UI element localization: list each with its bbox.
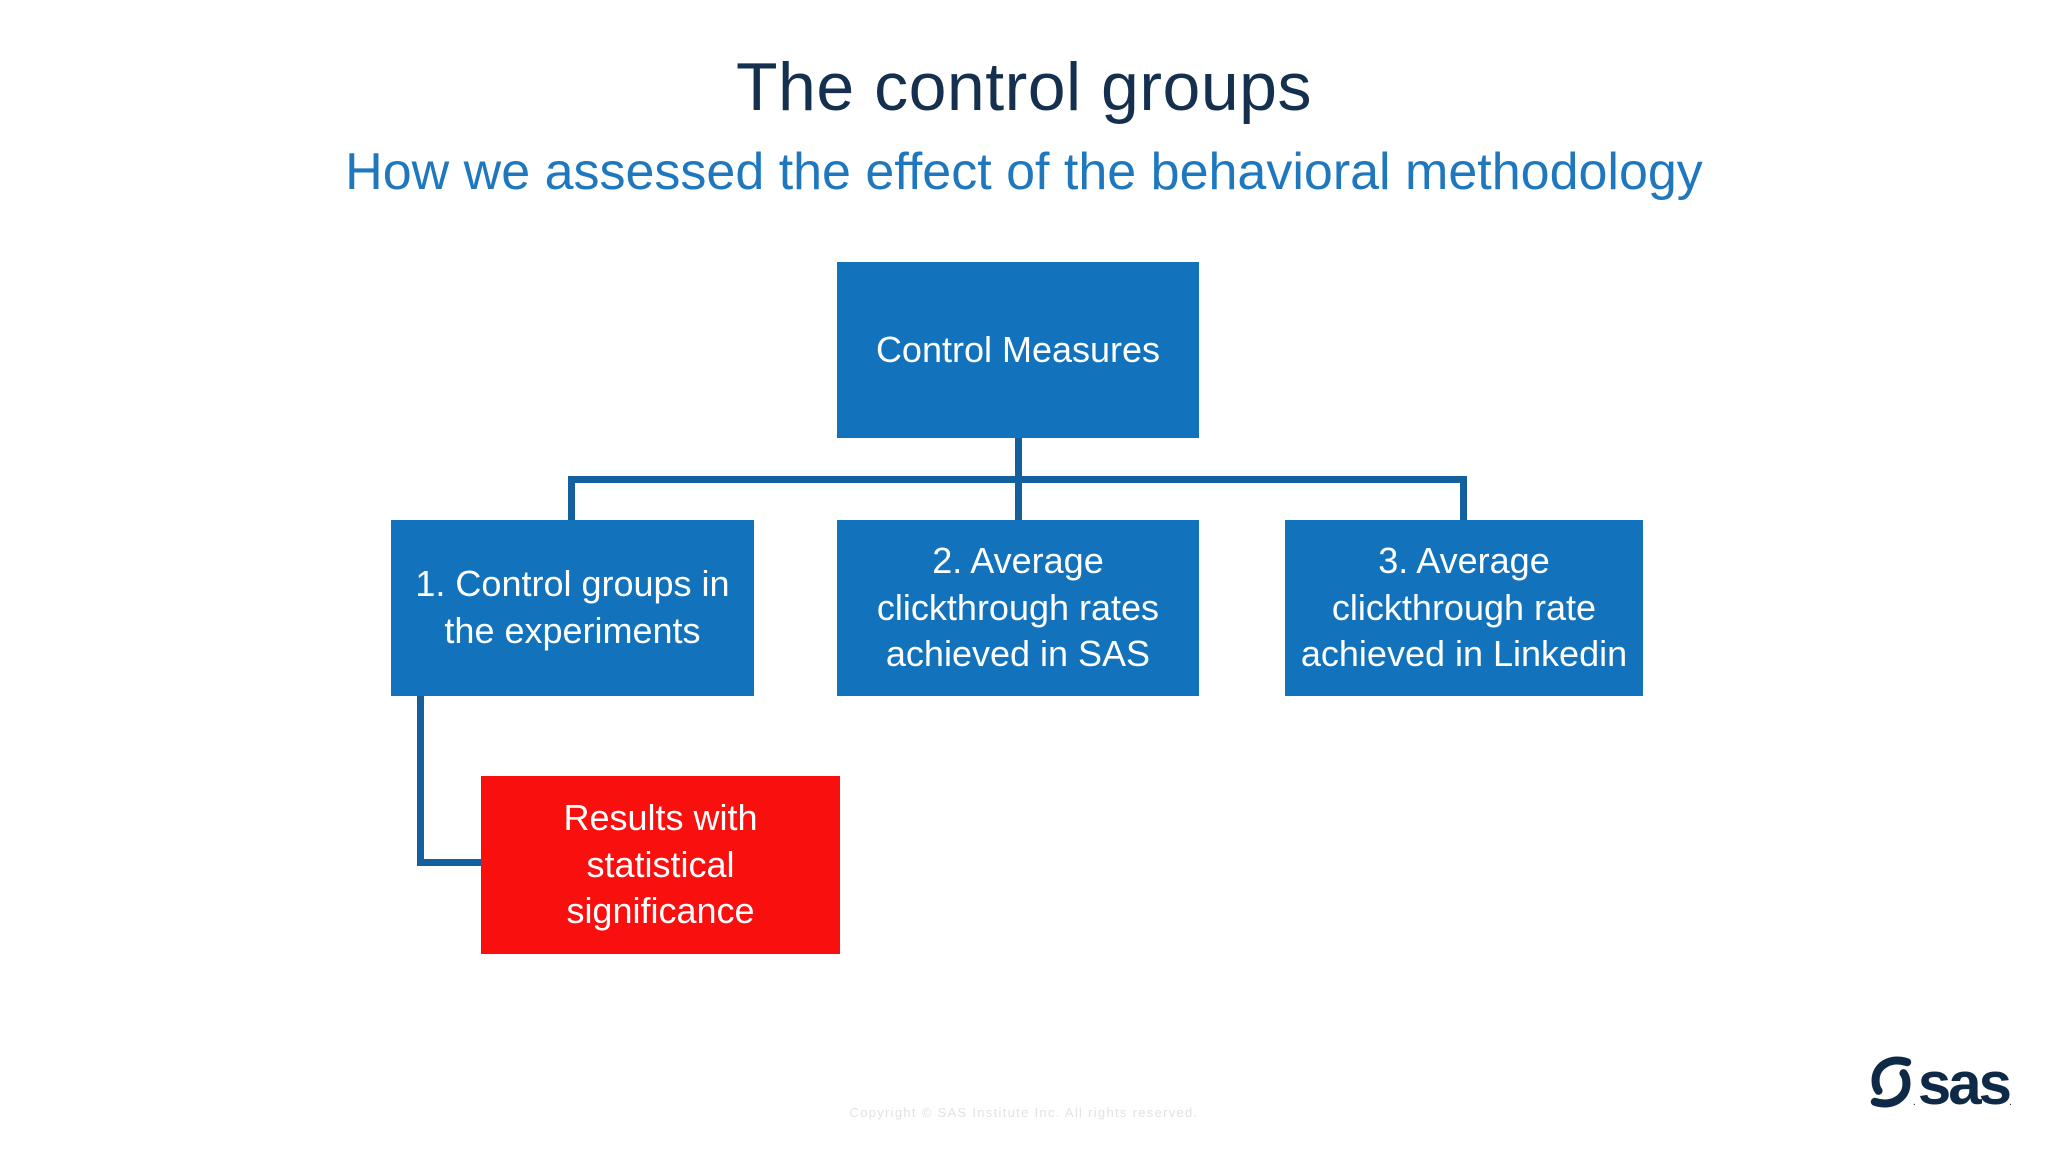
registered-mark: .: [1912, 1096, 1916, 1108]
slide-title: The control groups: [736, 49, 1312, 125]
node-ctr-sas: 2. Average clickthrough rates achieved i…: [837, 520, 1199, 696]
sas-logo-text: sas: [1917, 1050, 2012, 1118]
node-control-groups: 1. Control groups in the experiments: [391, 520, 754, 696]
sas-swirl-icon: [1870, 1056, 1911, 1108]
connector-elbow-horizontal: [417, 859, 484, 866]
connector-horizontal-rail: [568, 476, 1467, 483]
connector-drop-left: [568, 476, 575, 522]
node-statistical-significance: Results with statistical significance: [481, 776, 840, 954]
node-ctr-linkedin: 3. Average clickthrough rate achieved in…: [1285, 520, 1643, 696]
sas-logo: . sas .: [1869, 1050, 2012, 1118]
slide-subtitle: How we assessed the effect of the behavi…: [345, 143, 1703, 201]
copyright-text: Copyright © SAS Institute Inc. All right…: [849, 1105, 1199, 1120]
node-control-measures: Control Measures: [837, 262, 1199, 438]
registered-mark: .: [2008, 1096, 2012, 1108]
connector-elbow-vertical: [417, 696, 424, 866]
connector-drop-right: [1460, 476, 1467, 522]
